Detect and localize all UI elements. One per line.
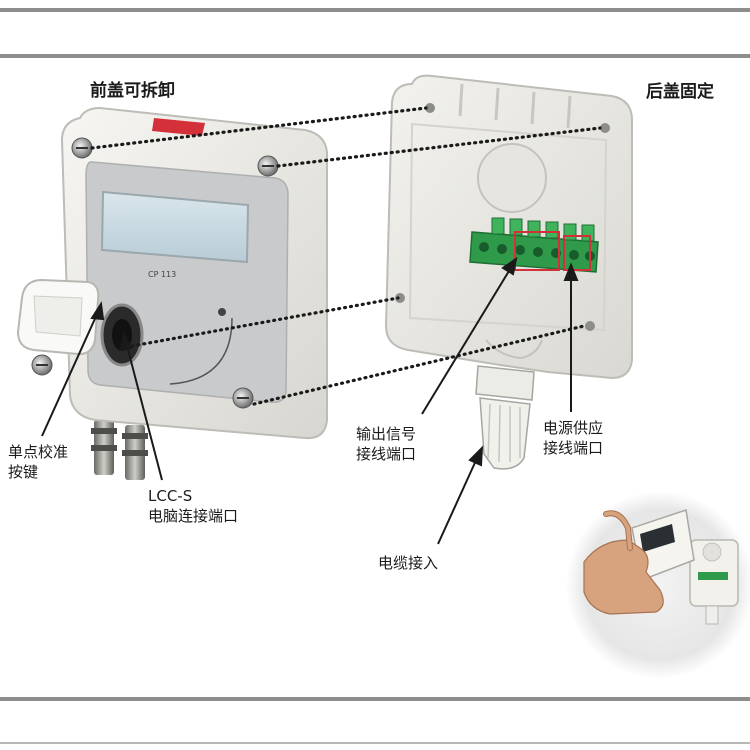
- screw-top-left: [71, 137, 93, 159]
- pressure-port-left: [91, 420, 117, 475]
- cable-gland: [475, 365, 535, 470]
- back-cover-label: 后盖固定: [646, 82, 714, 102]
- screw-top-right: [257, 155, 279, 177]
- output-terminal-highlight: [514, 231, 560, 271]
- lcd-screen: [100, 190, 250, 264]
- lcc-port-label: LCC-S 电脑连接端口: [148, 486, 238, 526]
- top-border-lower: [0, 54, 750, 58]
- bottom-border: [0, 697, 750, 701]
- hand: [583, 539, 664, 615]
- power-port-label-line1: 电源供应: [543, 419, 604, 437]
- screw-bottom-right: [232, 387, 254, 409]
- red-tab: [152, 118, 205, 136]
- lcc-port-label-line1: LCC-S: [148, 487, 193, 505]
- callout-arrows: [41, 256, 579, 545]
- device-model-label: CP 113: [148, 270, 176, 279]
- screw-bottom-left: [31, 354, 53, 376]
- zero-button-label-line1: 单点校准: [8, 443, 69, 461]
- dotted-guide-lines: [90, 106, 602, 406]
- terminal-block: [469, 217, 599, 273]
- front-cover-label: 前盖可拆卸: [90, 81, 175, 101]
- output-port-label-line1: 输出信号: [356, 425, 417, 443]
- bottom-border-lower: [0, 742, 750, 744]
- pressure-port-right: [122, 425, 148, 480]
- power-terminal-highlight: [563, 235, 591, 271]
- installation-photo-inset: [566, 491, 750, 679]
- output-port-label-line2: 接线端口: [356, 445, 417, 463]
- central-boss: [477, 143, 547, 213]
- status-led: [218, 308, 226, 316]
- top-border: [0, 8, 750, 12]
- front-cover-device: CP 113: [16, 106, 328, 480]
- power-port-label-line2: 接线端口: [543, 439, 604, 457]
- cable-entry-label: 电缆接入: [378, 554, 439, 572]
- power-port-label: 电源供应 接线端口: [543, 418, 603, 458]
- zero-button-label: 单点校准 按键: [8, 442, 68, 482]
- lcc-port-label-line2: 电脑连接端口: [148, 507, 239, 525]
- output-port-label: 输出信号 接线端口: [356, 424, 416, 464]
- zero-button-label-line2: 按键: [8, 463, 39, 481]
